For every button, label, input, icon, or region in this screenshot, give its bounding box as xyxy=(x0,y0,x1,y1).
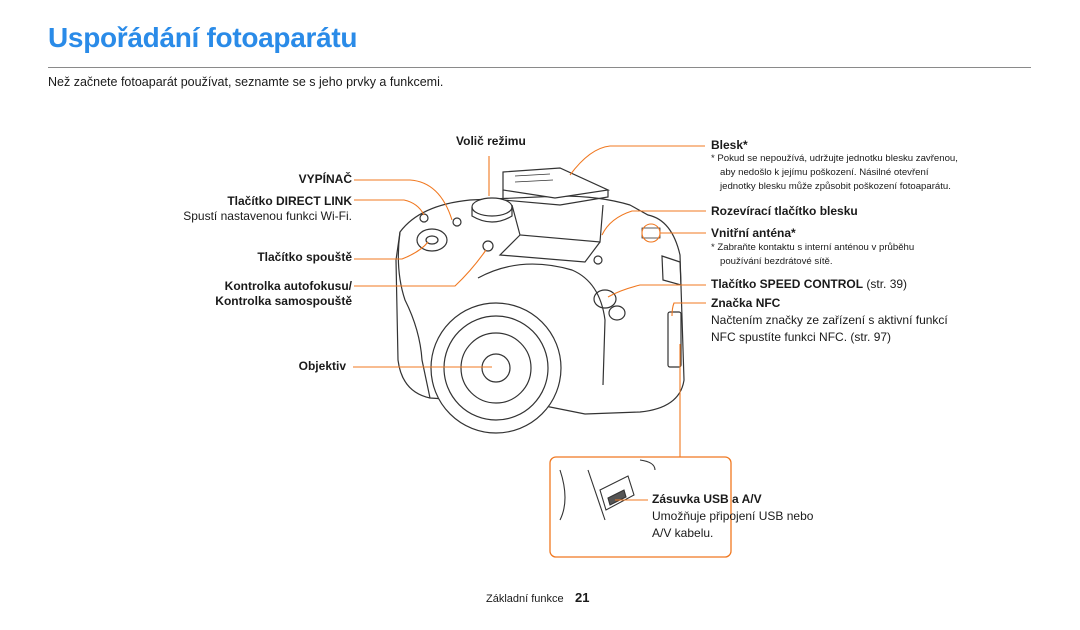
antenna-note-line1: * Zabraňte kontaktu s interní anténou v … xyxy=(711,242,915,253)
antenna-note-line2: používání bezdrátové sítě. xyxy=(720,256,833,267)
speed-control-ref: (str. 39) xyxy=(863,277,908,291)
label-speed-control: Tlačítko SPEED CONTROL (str. 39) xyxy=(711,277,907,291)
label-shutter-button: Tlačítko spouště xyxy=(257,250,352,264)
label-nfc-tag: Značka NFC xyxy=(711,296,781,310)
label-flash: Blesk* xyxy=(711,138,748,152)
nfc-desc-line1: Načtením značky ze zařízení s aktivní fu… xyxy=(711,313,948,327)
label-direct-link-button: Tlačítko DIRECT LINK xyxy=(227,194,352,208)
label-af-lamp-line2: Kontrolka samospouště xyxy=(215,294,352,308)
usb-detail-box xyxy=(549,456,732,558)
footer-section: Základní funkce xyxy=(486,593,564,605)
flash-note-line3: jednotky blesku může způsobit poškození … xyxy=(720,181,951,192)
label-usb-av-port: Zásuvka USB a A/V xyxy=(652,492,762,506)
nfc-desc-line2: NFC spustíte funkci NFC. (str. 97) xyxy=(711,330,892,344)
label-af-lamp-line1: Kontrolka autofokusu/ xyxy=(224,279,352,293)
page-title: Uspořádání fotoaparátu xyxy=(48,22,358,53)
flash-note-line2: aby nedošlo k jejímu poškození. Násilné … xyxy=(720,167,929,178)
speed-control-name: Tlačítko SPEED CONTROL xyxy=(711,277,864,291)
label-power-switch: VYPÍNAČ xyxy=(298,172,352,186)
usb-desc-line1: Umožňuje připojení USB nebo xyxy=(652,509,814,523)
label-internal-antenna: Vnitřní anténa* xyxy=(711,226,796,240)
camera-illustration xyxy=(395,167,685,434)
label-mode-dial: Volič režimu xyxy=(456,134,526,148)
label-flash-popup-button: Rozevírací tlačítko blesku xyxy=(711,204,858,218)
label-direct-link-desc: Spustí nastavenou funkci Wi-Fi. xyxy=(183,209,352,223)
leader-lines xyxy=(353,145,706,501)
flash-note-line1: * Pokud se nepoužívá, udržujte jednotku … xyxy=(711,153,958,164)
title-divider xyxy=(48,67,1031,68)
usb-port-illustration xyxy=(559,459,656,521)
usb-desc-line2: A/V kabelu. xyxy=(652,526,714,540)
intro-text: Než začnete fotoaparát používat, seznamt… xyxy=(48,75,444,89)
label-lens: Objektiv xyxy=(298,359,346,373)
page-number: 21 xyxy=(575,590,590,605)
